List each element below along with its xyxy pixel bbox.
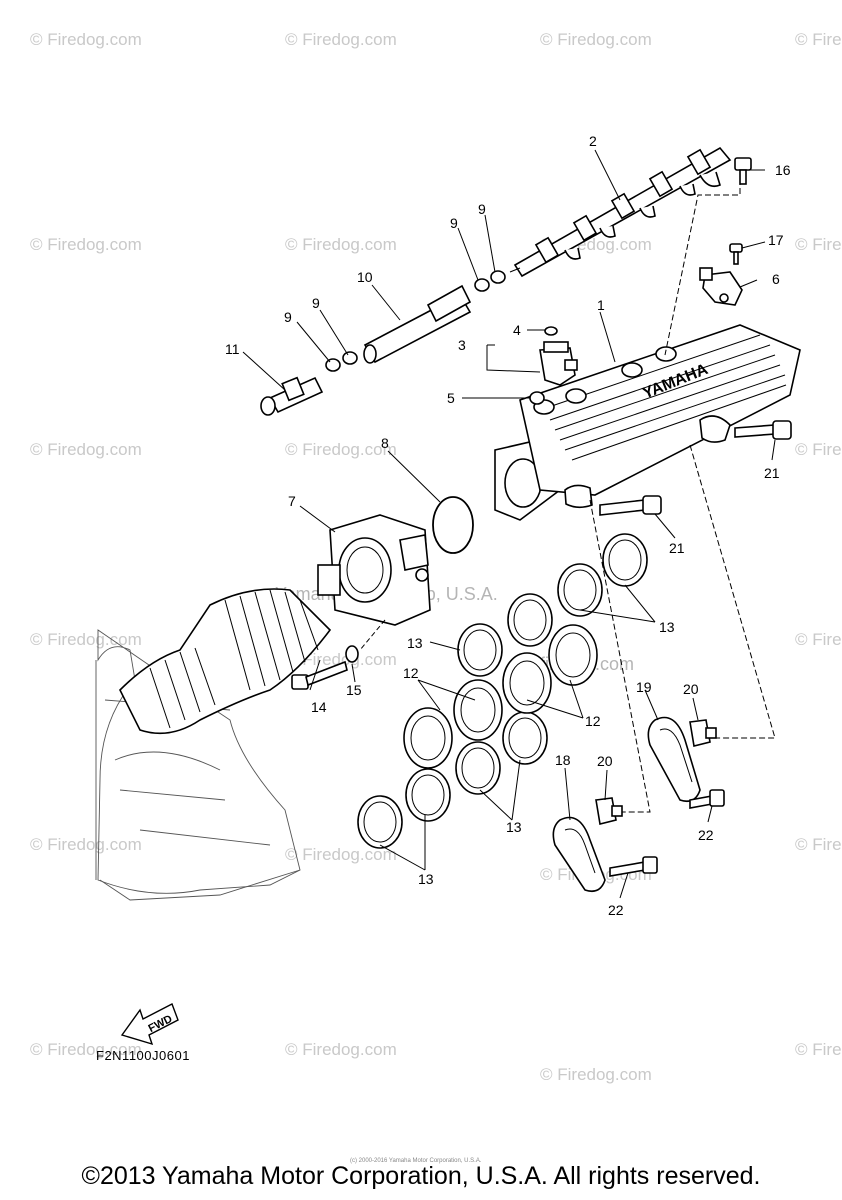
callout-label: 9 [312, 295, 320, 311]
fuel-injector [539, 341, 578, 386]
throttle-body [317, 514, 431, 626]
callout-label: 13 [659, 619, 675, 635]
watermark: © Firedog.com [285, 845, 397, 864]
watermark: © Firedog.com [285, 30, 397, 49]
callout-label: 7 [288, 493, 296, 509]
callout-label: 13 [418, 871, 434, 887]
callout-label: 13 [506, 819, 522, 835]
bolt-16 [734, 157, 752, 185]
watermark: © Firedog.com [285, 1040, 397, 1059]
bolt-14 [291, 660, 348, 690]
callout-label: 12 [585, 713, 601, 729]
callout-label: 4 [513, 322, 521, 338]
grommet-20 [595, 719, 717, 825]
callout-label: 9 [450, 215, 458, 231]
screw-17 [729, 243, 743, 265]
callout-label: 22 [698, 827, 714, 843]
callout-label: 19 [636, 679, 652, 695]
o-ring [432, 496, 474, 554]
watermark: © Firedog.com [30, 1040, 142, 1059]
watermark: © Firedog.com [30, 630, 142, 649]
callout-label: 12 [403, 665, 419, 681]
bolt-21 [599, 420, 792, 516]
callout-label: 16 [775, 162, 791, 178]
callout-label: 8 [381, 435, 389, 451]
leader-lines [242, 149, 776, 899]
callout-label: 18 [555, 752, 571, 768]
watermark: © Firedog.com [540, 1065, 652, 1084]
watermark: © Firedog.com [795, 30, 842, 49]
bolt-22 [609, 789, 725, 877]
callout-label: 22 [608, 902, 624, 918]
clamp-9 [325, 270, 506, 372]
callout-label: 14 [311, 699, 327, 715]
watermark: © Firedog.com [30, 235, 142, 254]
tiny-credit: (c) 2000-2016 Yamaha Motor Corporation, … [350, 1158, 482, 1164]
fuel-rail [509, 146, 732, 278]
callout-labels: 2 1 3 4 5 6 7 8 9 9 9 9 10 11 12 12 13 1… [225, 133, 791, 918]
watermark: © Firedog.com [30, 835, 142, 854]
callout-label: 9 [478, 201, 486, 217]
washer-15 [345, 645, 359, 663]
callout-label: 11 [225, 341, 240, 357]
callout-label: 20 [597, 753, 613, 769]
callout-label: 10 [357, 269, 373, 285]
forward-arrow-icon: FWD [120, 1003, 179, 1046]
watermark: © Firedog.com [540, 30, 652, 49]
watermark: © Firedog.com [795, 835, 842, 854]
fitting-11 [260, 376, 324, 416]
watermark-layer: © Firedog.com © Firedog.com © Firedog.co… [30, 30, 842, 1084]
callout-label: 5 [447, 390, 455, 406]
engine-housing-outline [95, 629, 301, 901]
callout-label: 6 [772, 271, 780, 287]
intake-joints-12 [403, 624, 598, 769]
o-ring-4 [544, 326, 558, 336]
copyright-notice: ©2013 Yamaha Motor Corporation, U.S.A. A… [81, 1162, 761, 1190]
callout-label: 15 [346, 682, 362, 698]
callout-label: 2 [589, 133, 597, 149]
diagram-code: F2N1100J0601 [96, 1048, 190, 1063]
callout-label: 9 [284, 309, 292, 325]
gasket-18 [552, 816, 606, 893]
intake-manifold: YAMAHA [494, 324, 801, 521]
callout-label: 21 [764, 465, 780, 481]
seal-5 [529, 391, 545, 405]
watermark: © Firedog.com [285, 650, 397, 669]
callout-label: 13 [407, 635, 423, 651]
watermark: © Firedog.com [30, 30, 142, 49]
hose-clamps-13 [357, 533, 648, 849]
sensor-6 [699, 267, 743, 306]
callout-label: 20 [683, 681, 699, 697]
intake-hose [119, 588, 332, 735]
callout-label: 1 [597, 297, 605, 313]
watermark: © Firedog.com [795, 440, 842, 459]
watermark: © Firedog.com [285, 440, 397, 459]
callout-label: 21 [669, 540, 685, 556]
callout-label: 3 [458, 337, 466, 353]
watermark: © Firedog.com [795, 1040, 842, 1059]
callout-label: 17 [768, 232, 784, 248]
watermark: © Firedog.com [30, 440, 142, 459]
watermark: © Firedog.com [795, 630, 842, 649]
watermark: © Firedog.com [285, 235, 397, 254]
watermark: © Firedog.com [795, 235, 842, 254]
fuel-hose-10 [363, 284, 472, 364]
